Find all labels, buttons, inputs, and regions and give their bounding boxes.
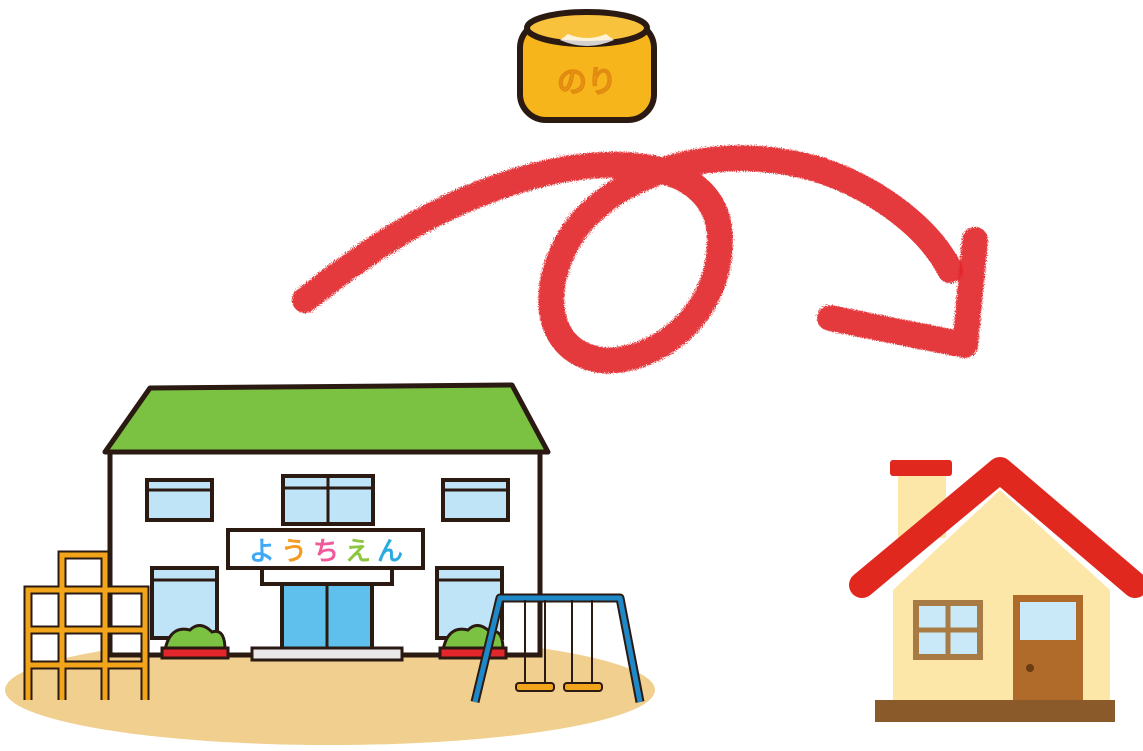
sign-text: ようちえん [249,537,403,567]
sign-char: う [281,537,307,567]
sign-char: え [345,537,371,567]
house-door [1013,595,1083,705]
house-window [913,600,983,660]
sign-char: よ [249,537,275,567]
sign-char: ち [313,537,339,567]
house-icon [862,460,1135,722]
sign-char: ん [377,537,403,567]
loop-arrow-icon [305,158,975,360]
glue-jar-label: のり [557,65,617,100]
glue-jar-icon: のり [520,12,654,120]
kindergarten-building-icon: ようちえん [5,385,655,745]
